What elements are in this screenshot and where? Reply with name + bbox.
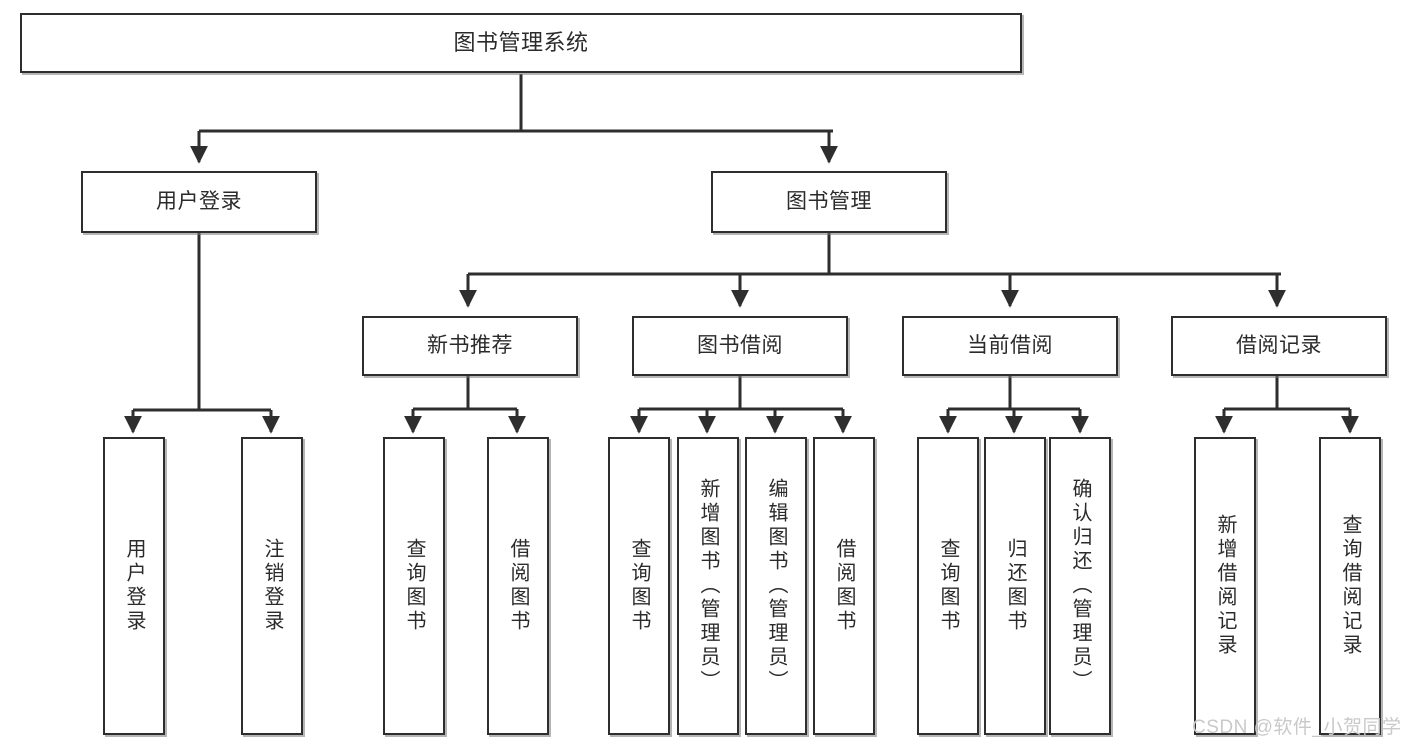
node-leaf-add-record[interactable]: 新增借阅记录 [1194, 437, 1256, 735]
node-label: 图书管理系统 [453, 30, 589, 56]
node-leaf-edit-book[interactable]: 编辑图书（管理员） [745, 437, 807, 735]
node-root-system[interactable]: 图书管理系统 [20, 13, 1022, 73]
node-leaf-user-login[interactable]: 用户登录 [103, 437, 165, 735]
node-new-book-recommend[interactable]: 新书推荐 [362, 316, 578, 376]
node-label: 用户登录 [123, 538, 145, 634]
node-leaf-query-book-a[interactable]: 查询图书 [383, 437, 445, 735]
node-leaf-add-book[interactable]: 新增图书（管理员） [677, 437, 739, 735]
node-label: 编辑图书（管理员） [765, 478, 787, 694]
csdn-watermark: CSDN @软件_小贺同学 [1192, 717, 1402, 738]
node-label: 查询借阅记录 [1339, 514, 1361, 658]
node-label: 图书借阅 [697, 333, 783, 357]
node-label: 当前借阅 [967, 333, 1053, 357]
node-current-borrow[interactable]: 当前借阅 [902, 316, 1118, 376]
node-leaf-confirm-return[interactable]: 确认归还（管理员） [1049, 437, 1111, 735]
node-leaf-query-book-b[interactable]: 查询图书 [608, 437, 670, 735]
node-leaf-return-book[interactable]: 归还图书 [984, 437, 1046, 735]
node-leaf-borrow-book-b[interactable]: 借阅图书 [813, 437, 875, 735]
node-label: 借阅图书 [833, 538, 855, 634]
node-label: 借阅图书 [507, 538, 529, 634]
node-label: 归还图书 [1004, 538, 1026, 634]
node-label: 新增图书（管理员） [697, 478, 719, 694]
node-label: 查询图书 [937, 538, 959, 634]
node-leaf-query-book-c[interactable]: 查询图书 [917, 437, 979, 735]
node-leaf-borrow-book-a[interactable]: 借阅图书 [487, 437, 549, 735]
node-label: 新书推荐 [427, 333, 513, 357]
node-label: 新增借阅记录 [1214, 514, 1236, 658]
node-label: 图书管理 [786, 189, 872, 213]
node-label: 注销登录 [261, 538, 283, 634]
node-book-management[interactable]: 图书管理 [711, 171, 947, 233]
node-borrow-record[interactable]: 借阅记录 [1171, 316, 1387, 376]
node-label: 用户登录 [156, 189, 242, 213]
node-label: 查询图书 [403, 538, 425, 634]
node-user-login[interactable]: 用户登录 [81, 171, 317, 233]
node-leaf-logout[interactable]: 注销登录 [241, 437, 303, 735]
node-leaf-query-record[interactable]: 查询借阅记录 [1319, 437, 1381, 735]
node-label: 借阅记录 [1236, 333, 1322, 357]
node-book-borrow[interactable]: 图书借阅 [632, 316, 848, 376]
node-label: 查询图书 [628, 538, 650, 634]
node-label: 确认归还（管理员） [1069, 478, 1091, 694]
